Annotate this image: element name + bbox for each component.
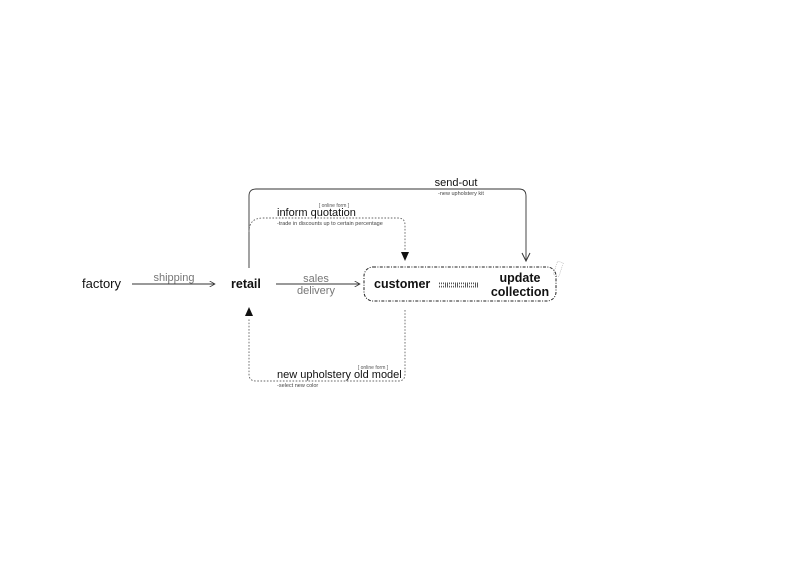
new-upholstery-label: new upholstery old model bbox=[277, 369, 402, 381]
corner-tag bbox=[552, 260, 564, 277]
sales-label: sales bbox=[303, 273, 329, 285]
send-out-label: send-out bbox=[435, 177, 478, 189]
new-upholstery-note: -select new color bbox=[277, 383, 318, 389]
send-out-path bbox=[248, 188, 527, 268]
shipping-label: shipping bbox=[154, 272, 195, 284]
update-label: update bbox=[500, 271, 541, 285]
inform-quotation-path bbox=[248, 217, 406, 250]
send-out-arrowhead bbox=[521, 252, 531, 263]
retail-label: retail bbox=[231, 277, 261, 291]
inform-note: -trade in discounts up to certain percen… bbox=[277, 221, 383, 227]
new-upholstery-arrowhead bbox=[245, 307, 253, 316]
customer-label: customer bbox=[374, 277, 430, 291]
factory-label: factory bbox=[82, 276, 122, 291]
delivery-label: delivery bbox=[297, 285, 335, 297]
inform-tag: [ online form ] bbox=[319, 203, 350, 209]
collection-label: collection bbox=[491, 285, 549, 299]
inform-quotation-arrowhead bbox=[401, 252, 409, 261]
send-out-note: -new upholstery kit bbox=[438, 191, 484, 197]
inform-quotation-label: inform quotation bbox=[277, 207, 356, 219]
new-upholstery-tag: [ online form ] bbox=[358, 365, 389, 371]
customer-box bbox=[363, 266, 557, 302]
